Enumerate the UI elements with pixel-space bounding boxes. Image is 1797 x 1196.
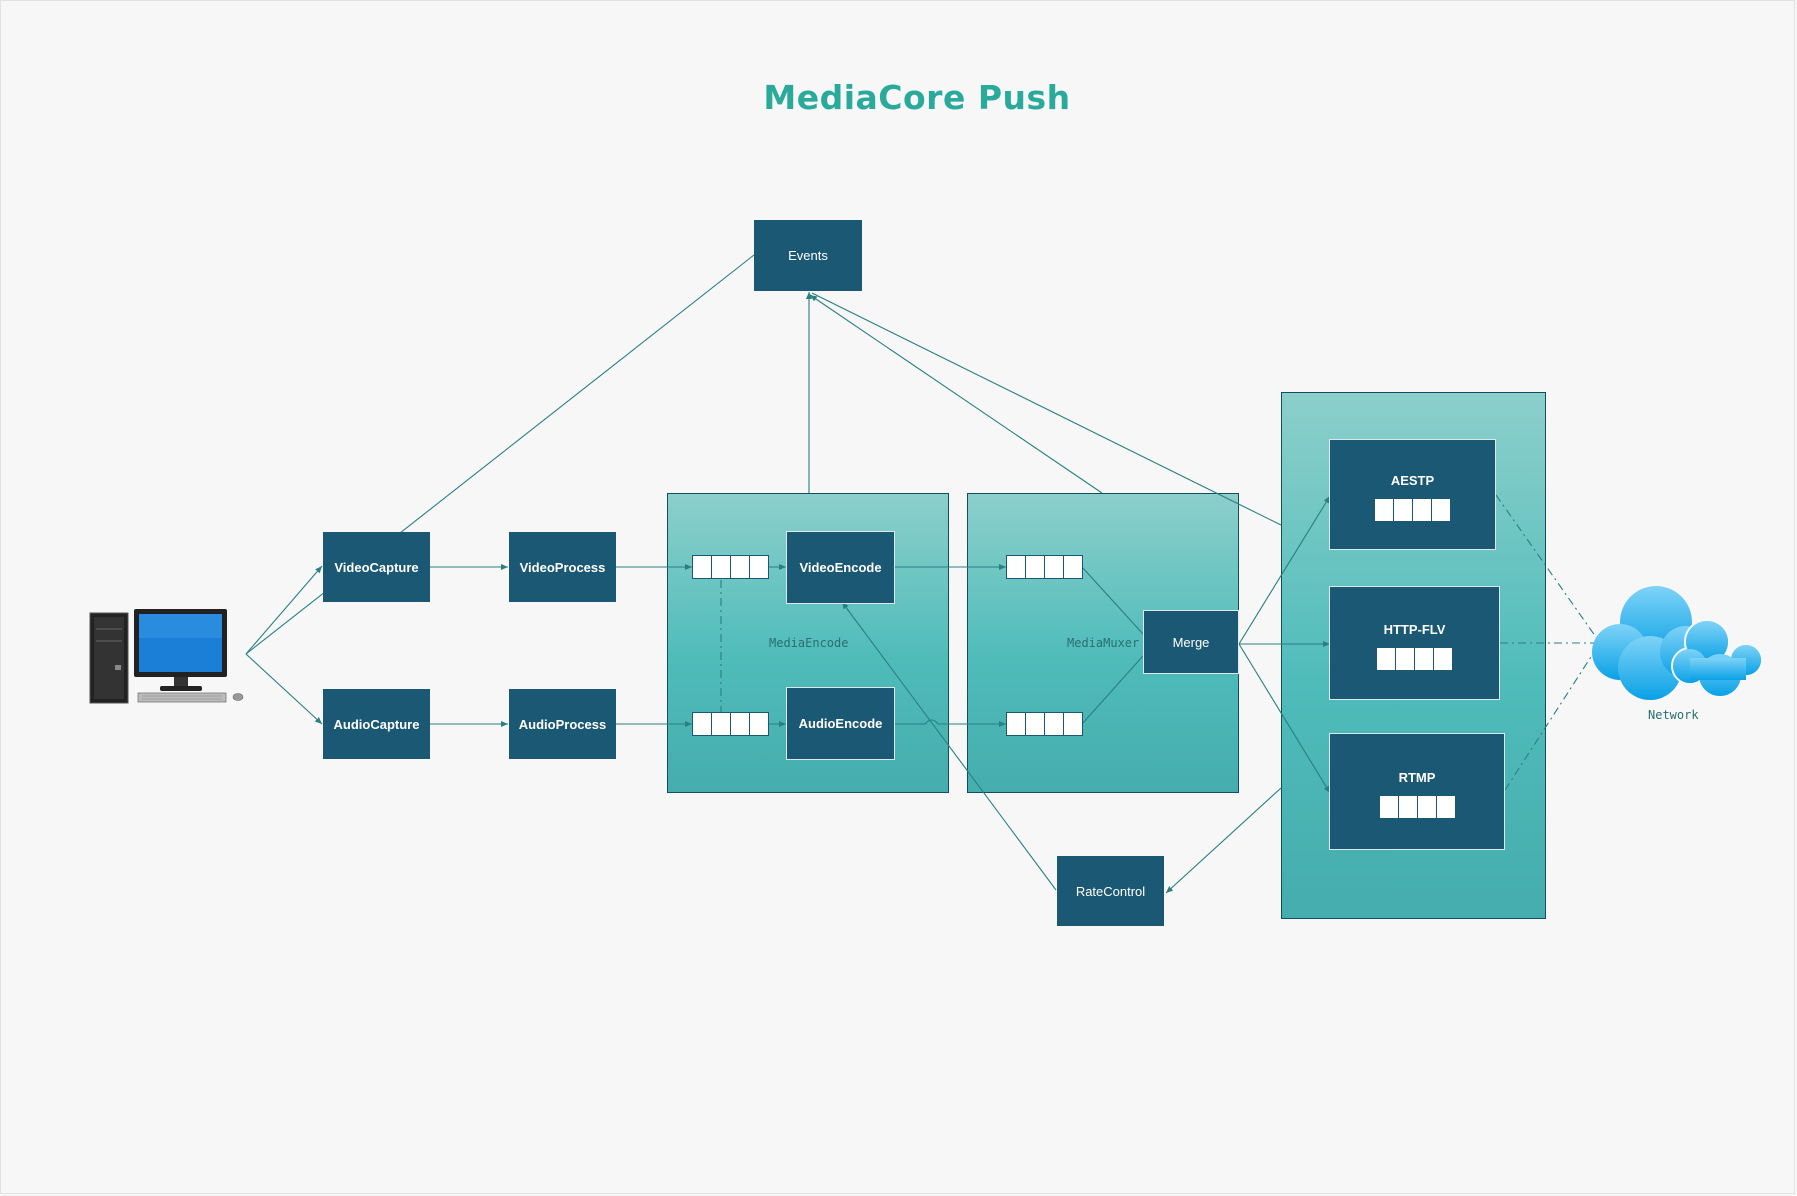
- audioprocess-box[interactable]: AudioProcess: [509, 689, 616, 759]
- rtmp-box[interactable]: RTMP: [1329, 733, 1505, 850]
- media-muxer-caption: MediaMuxer: [1067, 636, 1140, 650]
- videocapture-label: VideoCapture: [334, 559, 419, 575]
- edge-rtmp-network: [1504, 645, 1599, 791]
- edge-aestp-network: [1495, 494, 1599, 641]
- video-mux-queue: [1006, 555, 1083, 579]
- ratecontrol-box[interactable]: RateControl: [1057, 856, 1164, 926]
- video-encode-queue: [692, 555, 769, 579]
- audiocapture-box[interactable]: AudioCapture: [323, 689, 430, 759]
- network-label: Network: [1648, 708, 1699, 722]
- aestp-label: AESTP: [1390, 473, 1435, 488]
- merge-label: Merge: [1172, 634, 1210, 650]
- videocapture-box[interactable]: VideoCapture: [323, 532, 430, 602]
- merge-box[interactable]: Merge: [1143, 610, 1239, 674]
- events-label: Events: [788, 248, 828, 263]
- edge-protocol-events: [811, 292, 1282, 526]
- events-box[interactable]: Events: [754, 220, 862, 291]
- httpflv-queue: [1376, 646, 1453, 671]
- media-encode-caption: MediaEncode: [769, 636, 849, 650]
- edge-pc-audiocapture: [245, 653, 323, 725]
- httpflv-box[interactable]: HTTP-FLV: [1329, 586, 1500, 700]
- audio-encode-queue: [692, 712, 769, 736]
- videoprocess-box[interactable]: VideoProcess: [509, 532, 616, 602]
- edge-pc-videocapture: [245, 565, 323, 655]
- aestp-queue: [1374, 498, 1451, 522]
- edge-mux-events: [809, 294, 1103, 494]
- httpflv-label: HTTP-FLV: [1383, 621, 1446, 637]
- edge-audioencode-mux: [895, 719, 1006, 727]
- videoprocess-label: VideoProcess: [519, 559, 606, 575]
- audio-mux-queue: [1006, 712, 1083, 736]
- cloud-icon: [1592, 586, 1763, 700]
- edge-merge-aestp: [1238, 495, 1331, 645]
- rtmp-label: RTMP: [1398, 770, 1436, 785]
- desktop-computer-icon: [89, 609, 244, 704]
- rtmp-queue: [1378, 795, 1456, 819]
- audioprocess-label: AudioProcess: [518, 716, 607, 732]
- edge-ratecontrol-encode: [841, 601, 1057, 891]
- videoencode-box[interactable]: VideoEncode: [786, 531, 895, 604]
- audiocapture-label: AudioCapture: [333, 716, 420, 732]
- ratecontrol-label: RateControl: [1075, 883, 1146, 899]
- diagram-title: MediaCore Push: [763, 78, 1071, 117]
- aestp-box[interactable]: AESTP: [1329, 439, 1496, 550]
- audioencode-label: AudioEncode: [798, 716, 883, 731]
- videoencode-label: VideoEncode: [799, 560, 882, 575]
- edge-protocol-ratecontrol: [1165, 787, 1282, 894]
- edge-merge-rtmp: [1238, 643, 1331, 794]
- audioencode-box[interactable]: AudioEncode: [786, 687, 895, 760]
